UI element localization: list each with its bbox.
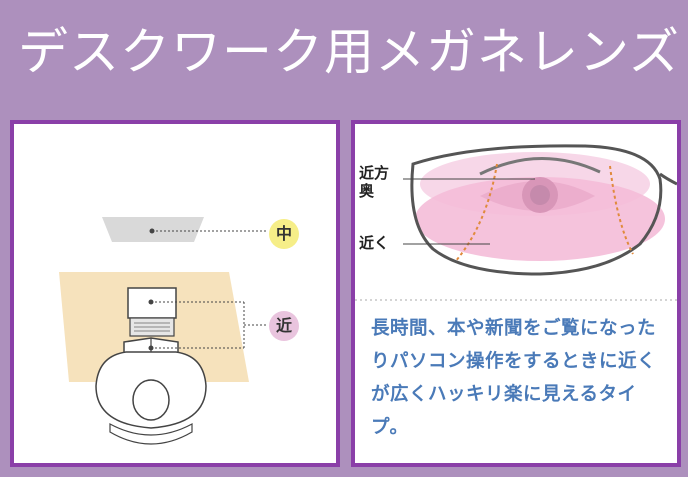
near-zone-shape [415, 177, 665, 261]
desk-illustration-panel: 中 近 [10, 120, 340, 467]
chair-icon [109, 422, 193, 445]
lens-diagram [355, 144, 677, 301]
zone-badge-mid: 中 [269, 219, 299, 249]
near-label: 近く [359, 234, 390, 252]
lens-description: 長時間、本や新聞をご覧になったりパソコン操作をするときに近くが広くハッキリ楽に見… [371, 318, 657, 438]
desk-illustration [59, 217, 266, 445]
far-label-line2: 奥 [359, 182, 375, 200]
lens-info-panel: 近方 奥 近く 長時間、本や新聞をご覧になったりパソコン操作をするときに近くが広… [351, 120, 681, 467]
far-label: 近方 奥 [359, 164, 389, 200]
page-title: デスクワーク用メガネレンズ [18, 23, 680, 81]
glasses-frame [410, 144, 663, 276]
zone-badge-near: 近 [269, 311, 299, 341]
far-label-line1: 近方 [359, 164, 390, 182]
